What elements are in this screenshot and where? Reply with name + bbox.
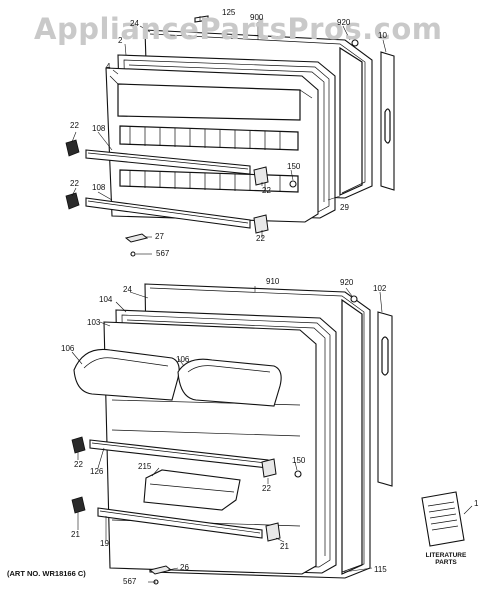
- callout-150-top: 150: [287, 162, 301, 171]
- shelf-end-cap-left-upper-ff: [71, 436, 86, 454]
- art-number-label: (ART NO. WR18166 C): [7, 569, 86, 578]
- shelf-end-cap-right-lower: [253, 214, 269, 234]
- callout-106-b: 106: [176, 355, 190, 364]
- callout-108-b: 108: [92, 183, 106, 192]
- freezer-shelf-bar-lower: [85, 197, 251, 229]
- callout-106-a: 106: [61, 344, 75, 353]
- callout-567-top: 567: [156, 249, 170, 258]
- literature-parts-label: LITERATURE PARTS: [425, 552, 467, 567]
- freezer-door-handle-strap: [380, 51, 395, 191]
- callout-215: 215: [138, 462, 152, 471]
- callout-102: 102: [373, 284, 387, 293]
- door-shim-bottom: [148, 565, 173, 575]
- callout-104: 104: [99, 295, 113, 304]
- dairy-bin-right: [177, 358, 282, 407]
- callout-22-c: 22: [262, 186, 271, 195]
- callout-910: 910: [266, 277, 280, 286]
- watermark-text: AppliancePartsPros.com: [34, 12, 443, 46]
- callout-150-bottom: 150: [292, 456, 306, 465]
- callout-108-a: 108: [92, 124, 106, 133]
- callout-103: 103: [87, 318, 101, 327]
- callout-27: 27: [155, 232, 164, 241]
- callout-21-b: 21: [280, 542, 289, 551]
- callout-22-e: 22: [262, 484, 271, 493]
- callout-1: 1: [474, 499, 479, 508]
- door-stop-screw-bottom: [294, 470, 302, 478]
- shelf-end-cap-right-upper: [253, 166, 269, 186]
- callout-2: 2: [118, 36, 123, 45]
- callout-22-a: 22: [70, 121, 79, 130]
- mounting-screw-bottom: [350, 295, 358, 303]
- callout-22-b: 22: [70, 179, 79, 188]
- shelf-end-cap-right-upper-ff: [261, 458, 277, 478]
- fresh-food-door-assembly: [71, 283, 393, 585]
- callout-567-bottom: 567: [123, 577, 137, 586]
- hinge-pin-top: [194, 15, 209, 23]
- callout-900: 900: [250, 13, 264, 22]
- callout-22-d: 22: [256, 234, 265, 243]
- freezer-door-assembly: [65, 15, 395, 257]
- callout-21-a: 21: [71, 530, 80, 539]
- door-stop-screw-top: [289, 180, 297, 188]
- dairy-bin-left: [73, 348, 180, 401]
- callout-22-f: 22: [74, 460, 83, 469]
- callout-126: 126: [90, 467, 104, 476]
- callout-125: 125: [222, 8, 236, 17]
- freezer-shelf-bar-upper: [85, 149, 251, 175]
- shelf-end-cap-left-lower-ff: [71, 496, 86, 514]
- fresh-food-door-handle-strap: [377, 311, 393, 487]
- callout-24-top: 24: [130, 19, 139, 28]
- literature-parts-booklet: [421, 491, 465, 547]
- callout-leader-lines: [71, 16, 473, 583]
- callout-26: 26: [180, 563, 189, 572]
- callout-19: 19: [100, 539, 109, 548]
- shelf-end-cap-right-lower-ff: [265, 522, 281, 542]
- shim-screw-top: [130, 251, 136, 257]
- freezer-liner-shelf: [119, 125, 299, 193]
- door-shim-top: [124, 233, 149, 243]
- shelf-end-cap-left-upper: [65, 139, 80, 157]
- callout-920-top: 920: [337, 18, 351, 27]
- callout-920-bottom: 920: [340, 278, 354, 287]
- fresh-food-shelf-bar-lower: [97, 507, 263, 539]
- mounting-screw-top: [351, 39, 359, 47]
- callout-115: 115: [374, 565, 387, 574]
- callout-29: 29: [340, 203, 349, 212]
- callout-24-bottom: 24: [123, 285, 132, 294]
- callout-10: 10: [378, 31, 387, 40]
- bottle-shelf-bin: [143, 469, 241, 511]
- callout-4: 4: [106, 62, 111, 71]
